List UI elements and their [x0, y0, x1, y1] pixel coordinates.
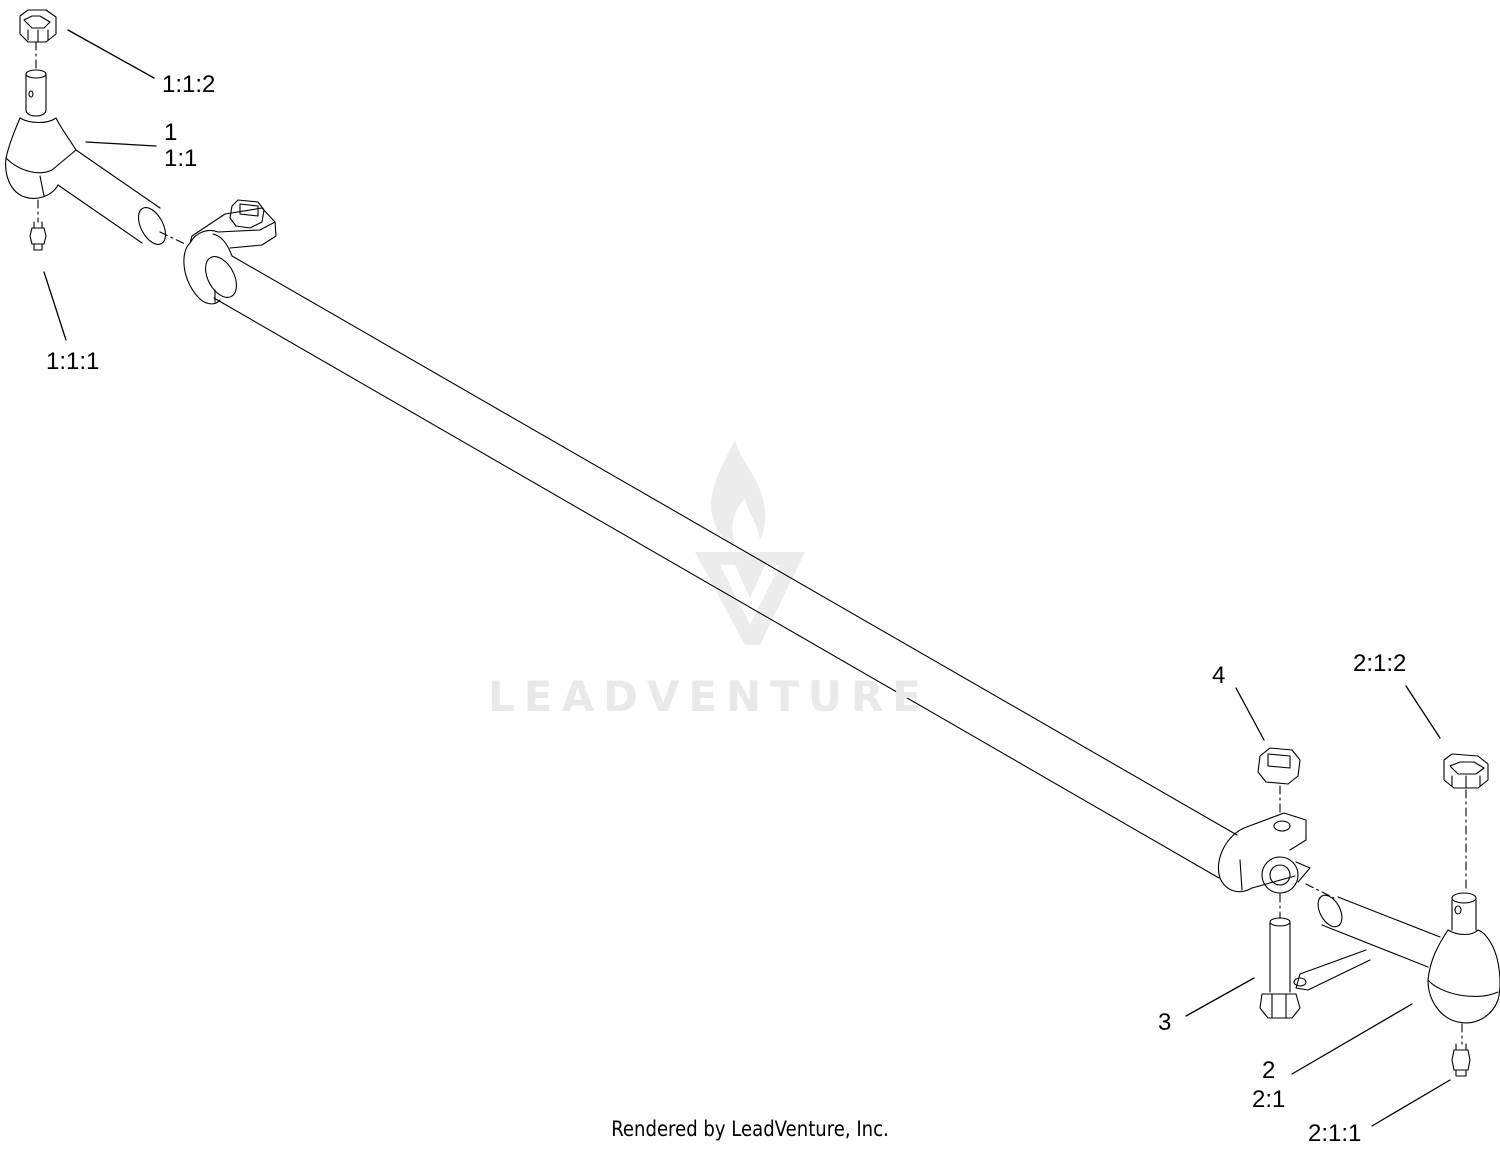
left-tie-rod-end [5, 69, 167, 251]
left-castle-nut [19, 9, 57, 43]
callout-2: 2 [1262, 1057, 1276, 1084]
cotter-pin [1293, 949, 1371, 991]
callout-2-1-1: 2:1:1 [1308, 1120, 1362, 1147]
callout-4: 4 [1212, 662, 1226, 689]
watermark-logo [695, 440, 805, 645]
callout-1: 1 [164, 119, 178, 146]
leader-lines [43, 29, 1451, 1127]
watermark-text: LEADVENTURE [488, 672, 930, 721]
render-credit: Rendered by LeadVenture, Inc. [611, 1117, 889, 1141]
callout-1-1-1: 1:1:1 [46, 348, 100, 375]
callout-2-1-2: 2:1:2 [1353, 650, 1407, 677]
right-castle-nut [1443, 753, 1489, 789]
callout-2-1: 2:1 [1252, 1086, 1286, 1113]
bolt [1259, 917, 1301, 1019]
tie-rod-tube [205, 255, 1238, 879]
callout-1-1: 1:1 [164, 145, 198, 172]
hex-nut [1257, 747, 1301, 785]
left-clamp-collar [183, 199, 277, 305]
callout-1-1-2: 1:1:2 [162, 71, 216, 98]
centerlines [35, 41, 1467, 1045]
callout-3: 3 [1158, 1009, 1172, 1036]
right-clamp-collar [1217, 812, 1311, 894]
right-tie-rod-end [1317, 892, 1500, 1077]
